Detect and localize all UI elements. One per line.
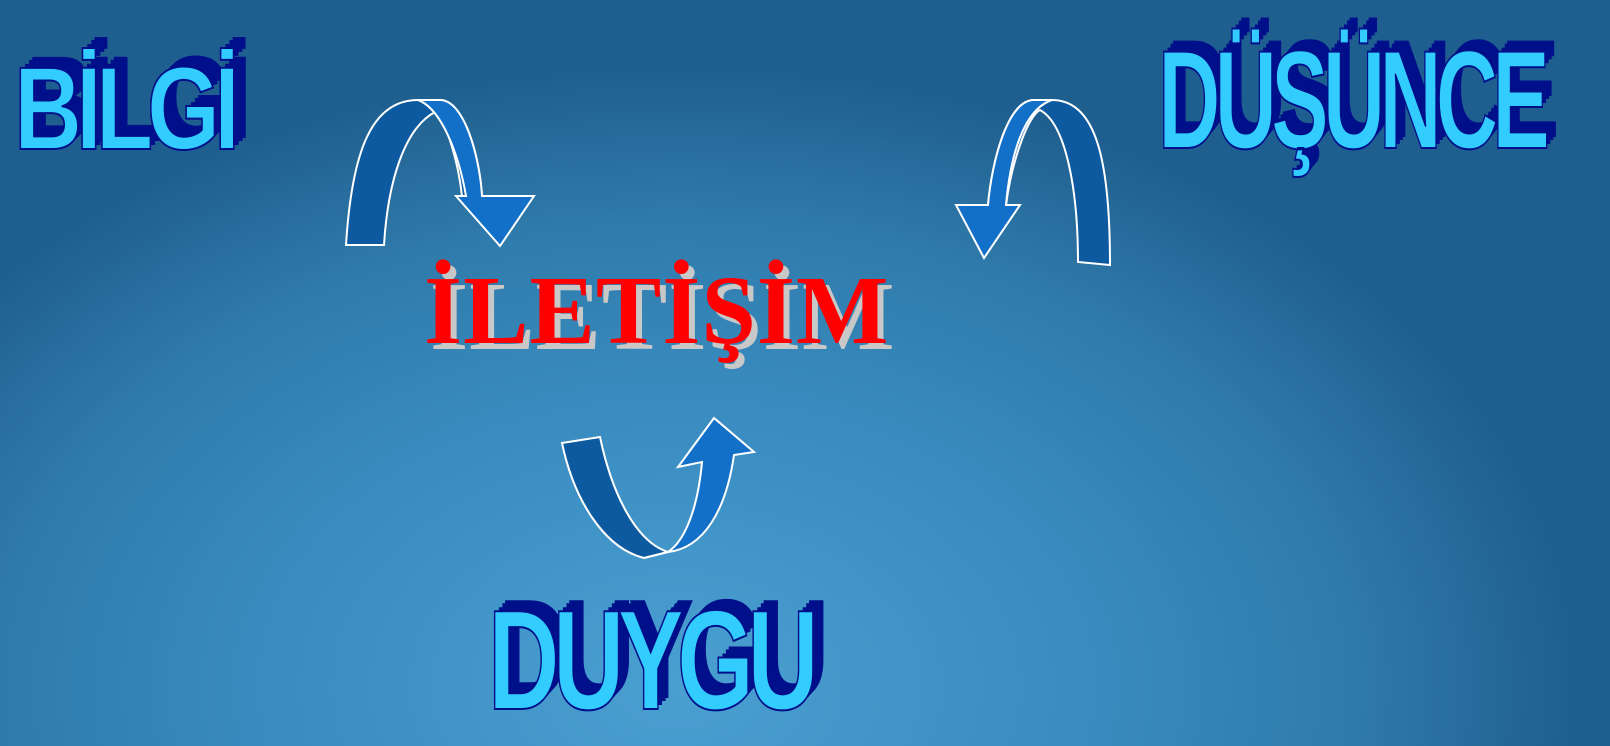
wordart-duygu: DUYGU	[487, 581, 819, 740]
curved-arrow-top-right-icon	[954, 99, 1112, 267]
curved-arrow-bottom-icon	[560, 416, 757, 560]
slide-title: İLETİŞİM	[424, 257, 890, 365]
wordart-bilgi: BİLGİ	[13, 43, 241, 175]
curved-arrow-top-left-icon	[344, 99, 536, 248]
wordart-dusunce: DÜŞÜNCE	[1157, 21, 1550, 178]
